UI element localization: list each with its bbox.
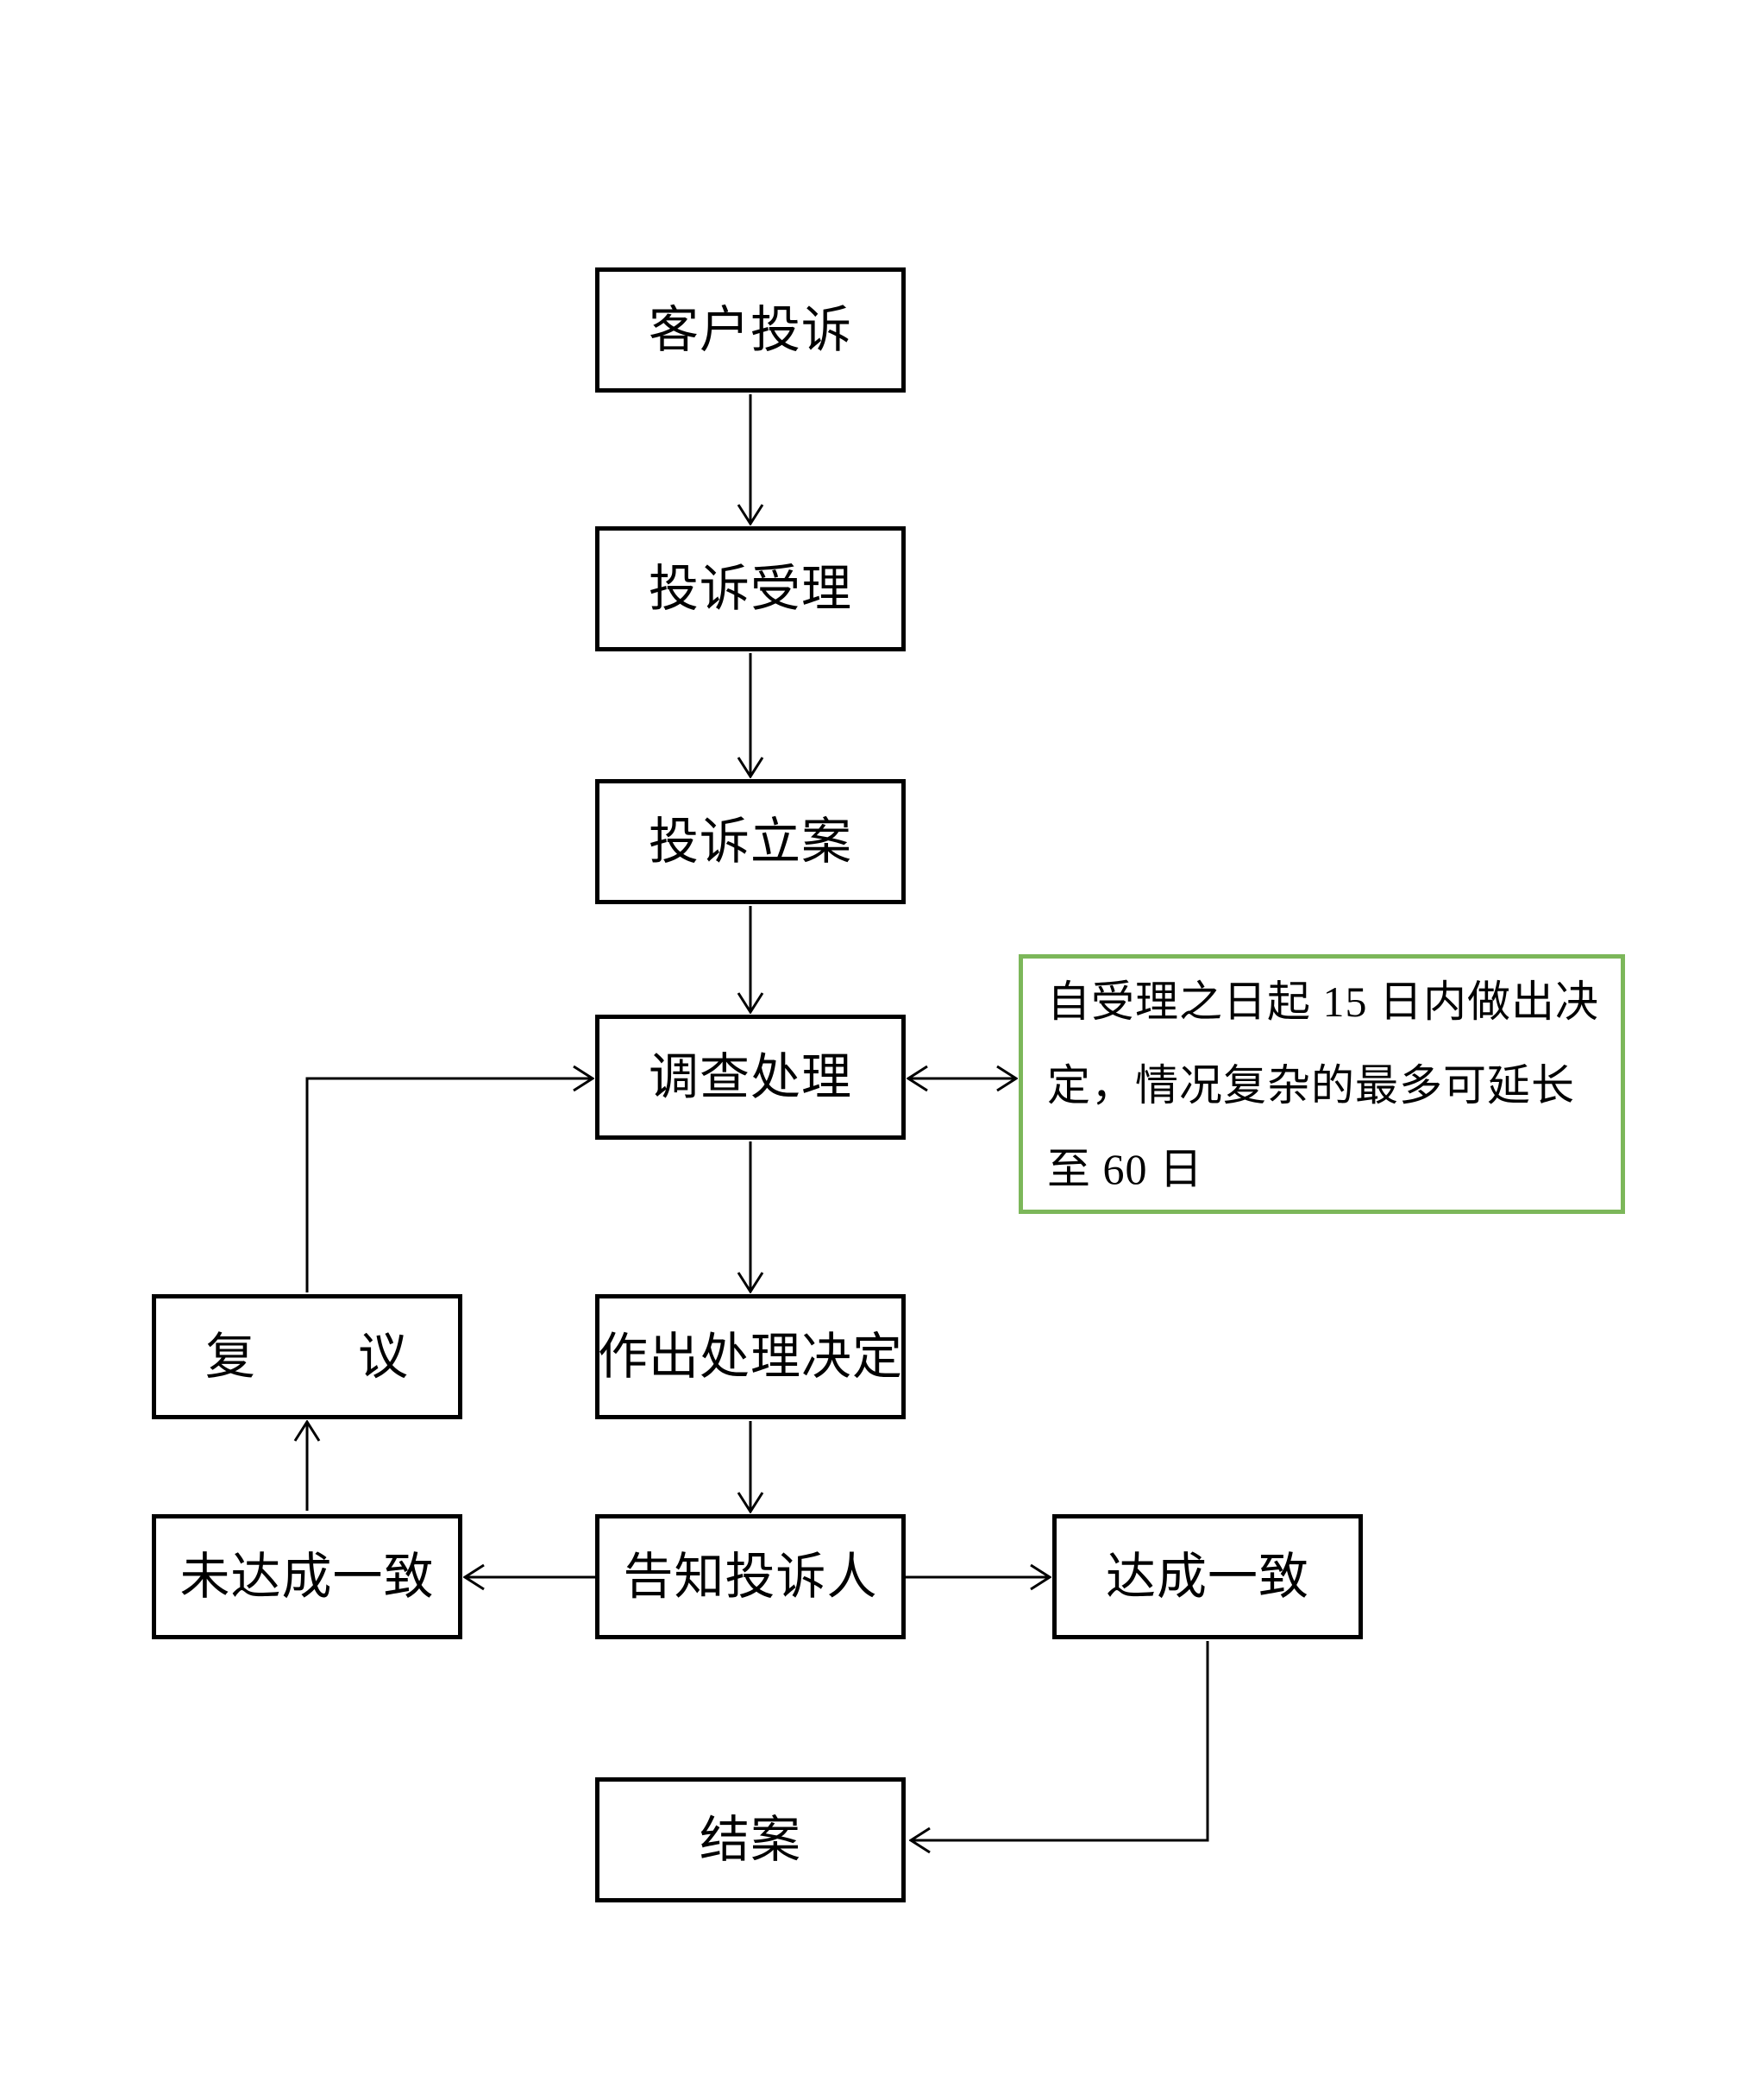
node-label: 作出处理决定 [598, 1328, 904, 1385]
node-agreement: 达成一致 [1052, 1514, 1363, 1639]
node-label: 投诉立案 [648, 813, 852, 870]
node-investigation: 调查处理 [595, 1015, 906, 1140]
node-customer-complaint: 客户投诉 [595, 267, 906, 393]
node-make-decision: 作出处理决定 [595, 1294, 906, 1419]
node-label: 告知投诉人 [623, 1548, 878, 1605]
node-complaint-filing: 投诉立案 [595, 779, 906, 904]
note-box: 自受理之日起 15 日内做出决 定，情况复杂的最多可延长 至 60 日 [1019, 954, 1625, 1214]
node-label: 客户投诉 [648, 301, 852, 358]
node-case-closed: 结案 [595, 1777, 906, 1902]
node-complaint-acceptance: 投诉受理 [595, 526, 906, 651]
node-label: 未达成一致 [179, 1548, 435, 1605]
note-line: 定，情况复杂的最多可延长 [1047, 1061, 1575, 1110]
node-label: 调查处理 [648, 1048, 852, 1105]
node-notify-complainant: 告知投诉人 [595, 1514, 906, 1639]
node-label: 结案 [699, 1811, 801, 1868]
note-line: 至 60 日 [1047, 1145, 1203, 1193]
node-no-agreement: 未达成一致 [152, 1514, 462, 1639]
node-label: 复 议 [204, 1328, 409, 1385]
arrow-agreement-to-case-closed [912, 1641, 1209, 1840]
node-label: 达成一致 [1105, 1548, 1309, 1605]
note-line: 自受理之日起 15 日内做出决 [1047, 978, 1599, 1026]
node-label: 投诉受理 [648, 560, 852, 617]
node-reconsideration: 复 议 [152, 1294, 462, 1419]
arrow-reconsideration-to-investigation [305, 1078, 592, 1292]
